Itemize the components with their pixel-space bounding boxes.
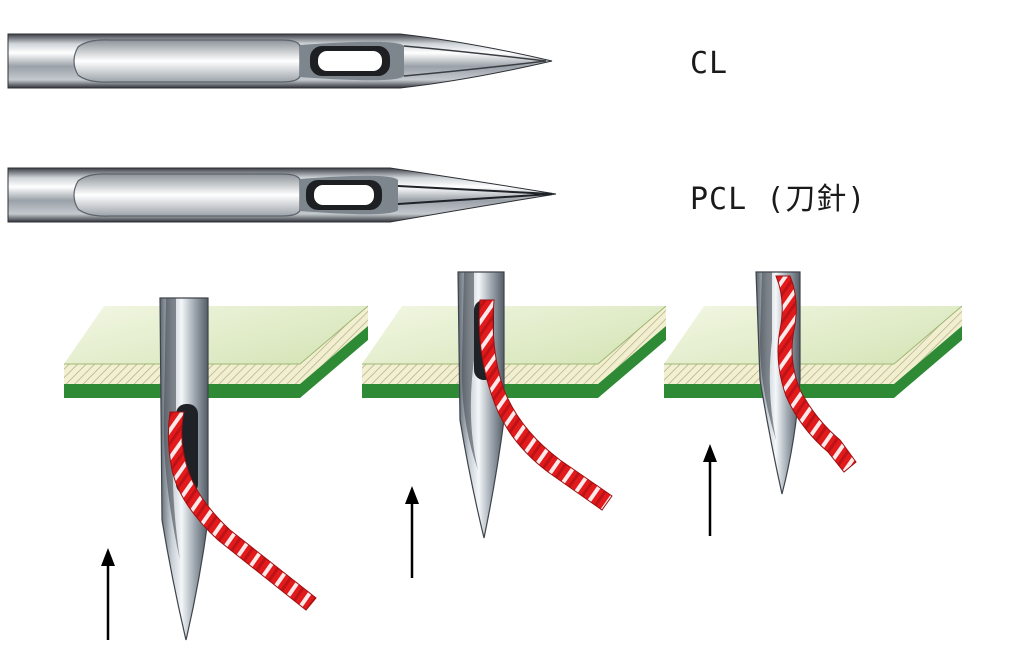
needle-label-pcl: PCL (刀針): [690, 182, 867, 217]
arrow-up-1: [101, 548, 115, 640]
arrow-up-3: [703, 444, 717, 536]
needle-label-cl: CL: [690, 46, 729, 81]
arrow-up-2: [405, 486, 419, 578]
needle-pcl: [7, 167, 557, 223]
thread-2: [478, 299, 613, 511]
thread-1: [167, 411, 317, 611]
thread-3: [775, 275, 857, 473]
fabric-1: [64, 305, 369, 398]
fabric-3: [664, 305, 963, 398]
stage-2: [362, 271, 667, 578]
stage-3: [664, 271, 963, 536]
needle-cl: [7, 33, 553, 89]
fabric-2: [362, 305, 667, 398]
stage-1: [64, 297, 369, 641]
